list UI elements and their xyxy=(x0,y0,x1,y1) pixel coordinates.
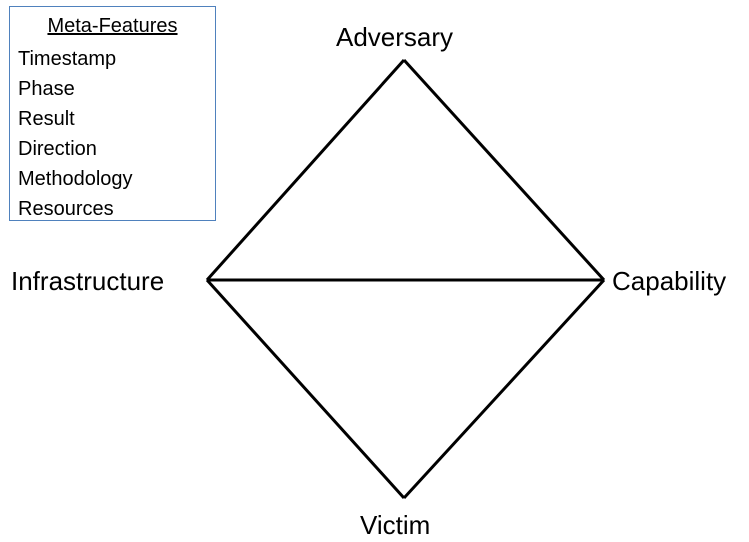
meta-feature-item-result: Result xyxy=(18,108,75,130)
edge-victim-infrastructure xyxy=(205,278,406,500)
meta-features-title: Meta-Features xyxy=(47,15,178,37)
meta-features-list: Timestamp Phase Result Direction Methodo… xyxy=(18,44,133,224)
meta-feature-item-timestamp: Timestamp xyxy=(18,48,117,70)
meta-feature-item-direction: Direction xyxy=(18,138,97,160)
vertex-label-adversary: Adversary xyxy=(336,22,454,52)
meta-features-box: Meta-Features Timestamp Phase Result Dir… xyxy=(9,6,216,221)
edge-capability-victim xyxy=(402,278,606,500)
meta-feature-item-phase: Phase xyxy=(18,78,75,100)
meta-feature-item-resources: Resources xyxy=(18,198,114,220)
meta-feature-item-methodology: Methodology xyxy=(18,168,133,190)
vertex-label-capability: Capability xyxy=(612,266,727,296)
vertex-label-infrastructure: Infrastructure xyxy=(11,266,165,296)
edge-infrastructure-adversary xyxy=(205,58,406,282)
edge-adversary-capability xyxy=(402,58,606,282)
vertex-label-victim: Victim xyxy=(360,510,431,540)
